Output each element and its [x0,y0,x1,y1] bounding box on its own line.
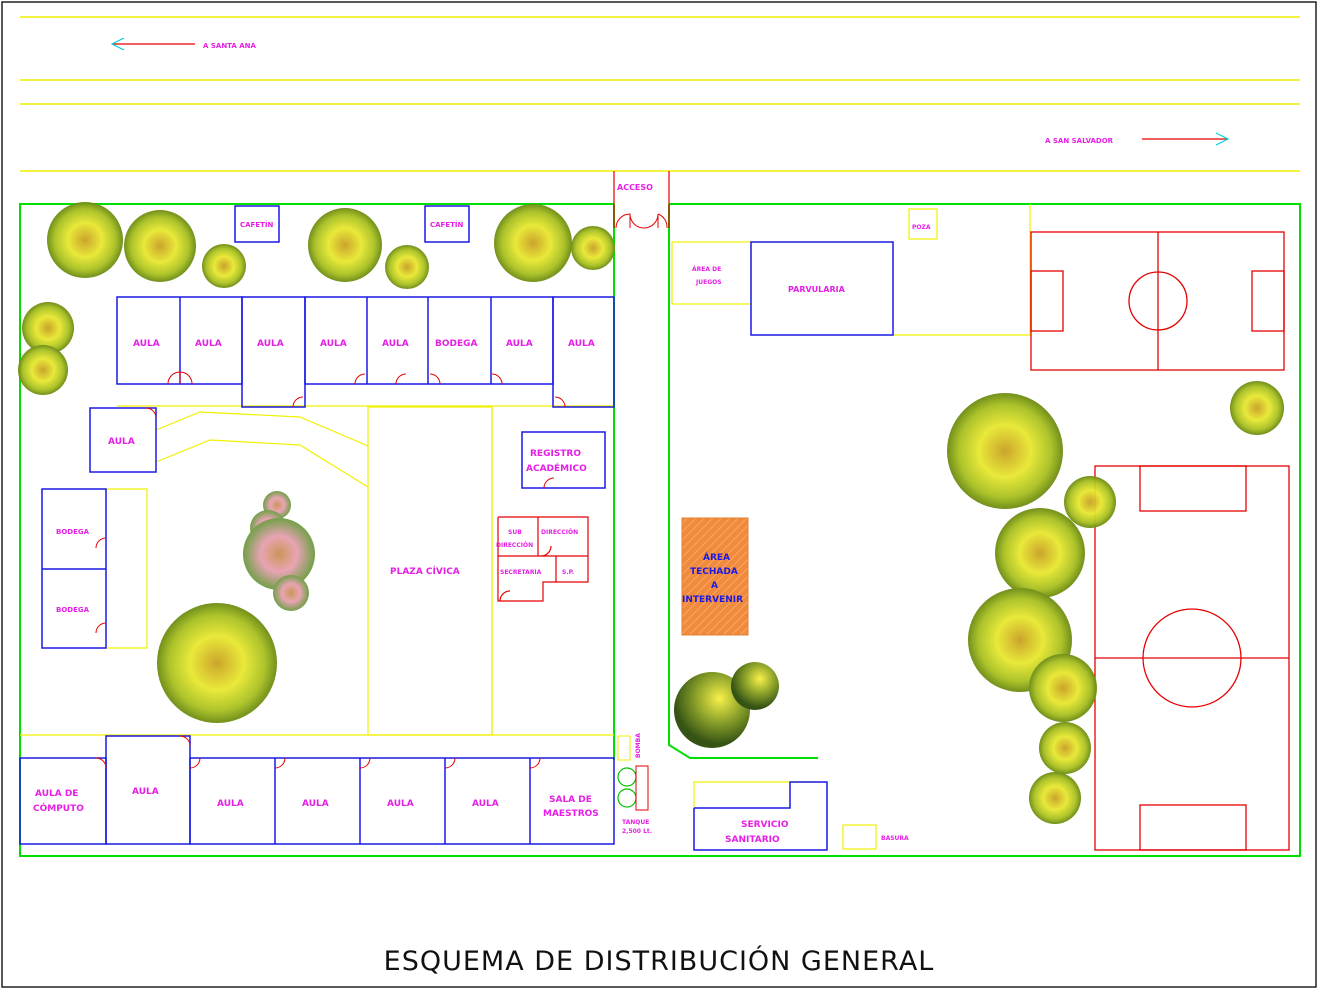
label-sala-maestros-2: MAESTROS [543,809,599,819]
label-aula-6: AULA [506,339,533,349]
label-aula-left: AULA [108,437,135,447]
label-aula-computo-2: CÓMPUTO [33,802,84,814]
label-registro-2: ACADÉMICO [526,462,587,474]
label-basura: BASURA [881,835,909,842]
label-tanque-2: 2,500 Lt. [622,828,652,835]
door-bodega-2 [95,622,107,634]
label-aula-b5: AULA [472,799,499,809]
label-sub-direccion-1: SUB [508,529,522,536]
arrow-san-salvador [1142,132,1230,146]
label-cafetin-2: CAFETÍN [430,220,463,229]
soccer-field-bottom [1094,465,1290,851]
label-aula-5: AULA [382,339,409,349]
label-area-juegos-2: JUEGOS [695,279,722,286]
trees [18,202,1284,824]
label-area-juegos-1: ÁREA DE [692,266,721,273]
label-plaza-civica: PLAZA CÍVICA [390,565,460,577]
walkways-left [20,405,614,736]
label-acceso: ACCESO [617,183,653,192]
label-aula-b4: AULA [387,799,414,809]
label-aula-2: AULA [195,339,222,349]
servicio-sanitario-room [693,781,828,851]
label-servicio-1: SERVICIO [741,820,789,830]
door-swings-bottom [95,735,541,769]
door-registro [543,477,555,489]
label-aula-7: AULA [568,339,595,349]
label-area-techada-4: INTERVENIR [682,595,743,605]
label-aula-3: AULA [257,339,284,349]
admin-block [497,516,589,602]
cafetin-2-room [424,205,470,243]
door-swings-top [167,371,566,408]
label-aula-b3: AULA [302,799,329,809]
label-aula-b2: AULA [217,799,244,809]
label-bodega-left-1: BODEGA [56,528,90,536]
water-tank [617,735,649,811]
bodega-left-block [41,488,107,649]
label-secretaria: SECRETARIA [500,569,542,576]
label-bodega-top: BODEGA [435,339,478,349]
label-bomba: BOMBA [635,733,642,758]
label-parvularia: PARVULARIA [788,285,846,294]
label-area-techada-2: TECHADA [690,567,738,577]
label-area-techada-3: A [711,581,718,591]
label-aula-computo-1: AULA DE [35,789,78,799]
label-san-salvador: A SAN SALVADOR [1045,137,1114,145]
label-servicio-2: SANITARIO [725,835,780,845]
label-bodega-left-2: BODEGA [56,606,90,614]
door-aula-left [145,407,157,419]
label-registro-1: REGISTRO [530,449,581,459]
registro-room [521,431,606,489]
label-cafetin-1: CAFETÍN [240,220,273,229]
parvularia-room [750,241,894,336]
cafetin-1-room [234,205,280,243]
aula-left-room [89,407,157,473]
area-techada [681,517,749,636]
label-poza: POZA [912,224,931,231]
bottom-classroom-block [19,735,615,845]
top-classroom-block [116,296,615,408]
label-aula-4: AULA [320,339,347,349]
soccer-field-top [1030,231,1285,371]
label-sub-direccion-2: DIRECCIÓN [496,542,533,549]
label-aula-1: AULA [133,339,160,349]
door-bodega-1 [95,537,107,549]
label-sala-maestros-1: SALA DE [549,795,592,805]
label-santa-ana: A SANTA ANA [203,42,257,50]
access-gate [613,171,670,229]
arrow-santa-ana [110,37,195,51]
label-area-techada-1: ÁREA [703,551,730,563]
label-aula-b1: AULA [132,787,159,797]
road-lines [20,16,1300,172]
drawing-title: ESQUEMA DE DISTRIBUCIÓN GENERAL [384,945,935,977]
label-direccion: DIRECCIÓN [541,529,578,536]
label-sp: S.P. [562,569,574,576]
label-tanque-1: TANQUE [622,819,649,826]
